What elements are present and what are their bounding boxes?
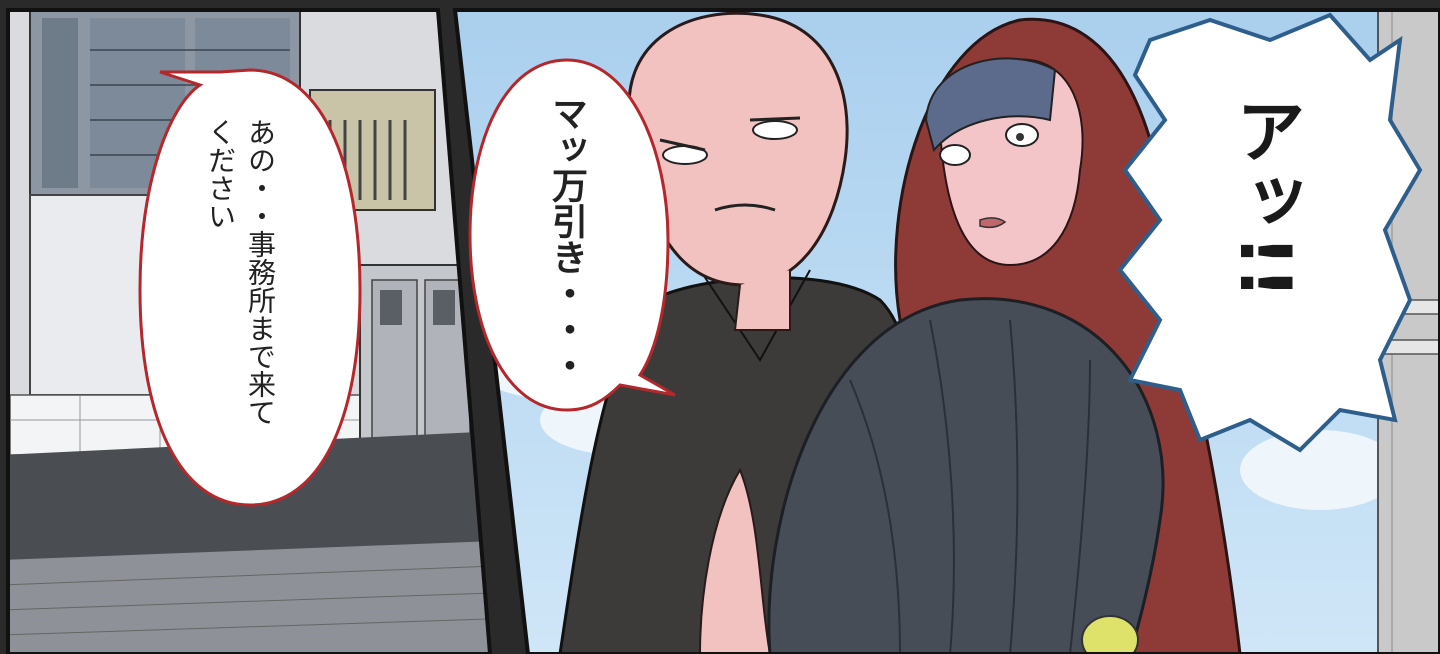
shout-burst [1117,12,1423,453]
left-bubble-text: あの・・事務所まで来て ください [204,118,277,426]
left-speech-bubble [138,68,362,507]
middle-bubble-text: マッ万引き・・・ [546,95,587,383]
shout-text: アッ!! [1224,95,1306,299]
middle-speech-bubble [468,58,676,412]
